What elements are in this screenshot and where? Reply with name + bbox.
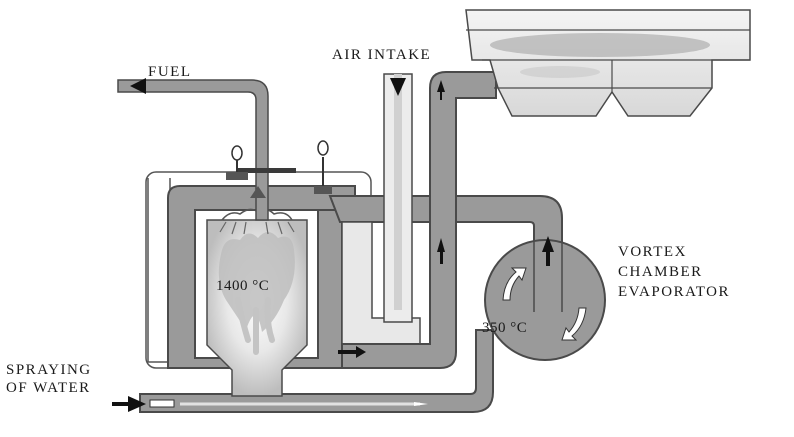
gauge-left: [226, 145, 248, 180]
air-intake-label: AIR INTAKE: [332, 47, 431, 63]
gauge-right: [314, 140, 332, 194]
labels: FUEL AIR INTAKE VORTEX CHAMBER EVAPORATO…: [6, 47, 730, 396]
channel-right-arrow: [338, 346, 366, 358]
combustion-temperature: 1400 °C: [216, 278, 269, 294]
vortex-label-line3: EVAPORATOR: [618, 284, 730, 300]
spraying-label-line2: OF WATER: [6, 380, 91, 396]
air-intake-pipe: [383, 73, 413, 323]
fuel-inlet-arrow: [130, 78, 146, 94]
combustion-chamber: [206, 208, 308, 397]
air-intake-arrow: [390, 78, 406, 96]
flow-arrows: [112, 78, 587, 412]
riser-up-arrow-upper: [437, 80, 445, 100]
bottom-return-duct: [139, 329, 494, 413]
burner-flange: [236, 168, 296, 173]
riser-up-arrow-lower: [437, 238, 445, 252]
spraying-label-line1: SPRAYING: [6, 362, 92, 378]
riser-duct: [341, 71, 497, 369]
water-spray-arrow: [112, 396, 146, 412]
vortex-swirl-arrow-left: [502, 267, 527, 301]
vortex-swirl-arrow-right: [561, 307, 587, 341]
top-hopper: [465, 9, 751, 117]
vortex-label-line2: CHAMBER: [618, 264, 703, 280]
vortex-label-line1: VORTEX: [618, 244, 687, 260]
vortex-up-arrow: [542, 236, 554, 252]
evaporator-temperature: 350 °C: [482, 320, 527, 336]
fuel-pipe: [117, 79, 296, 221]
fuel-label: FUEL: [148, 64, 192, 80]
